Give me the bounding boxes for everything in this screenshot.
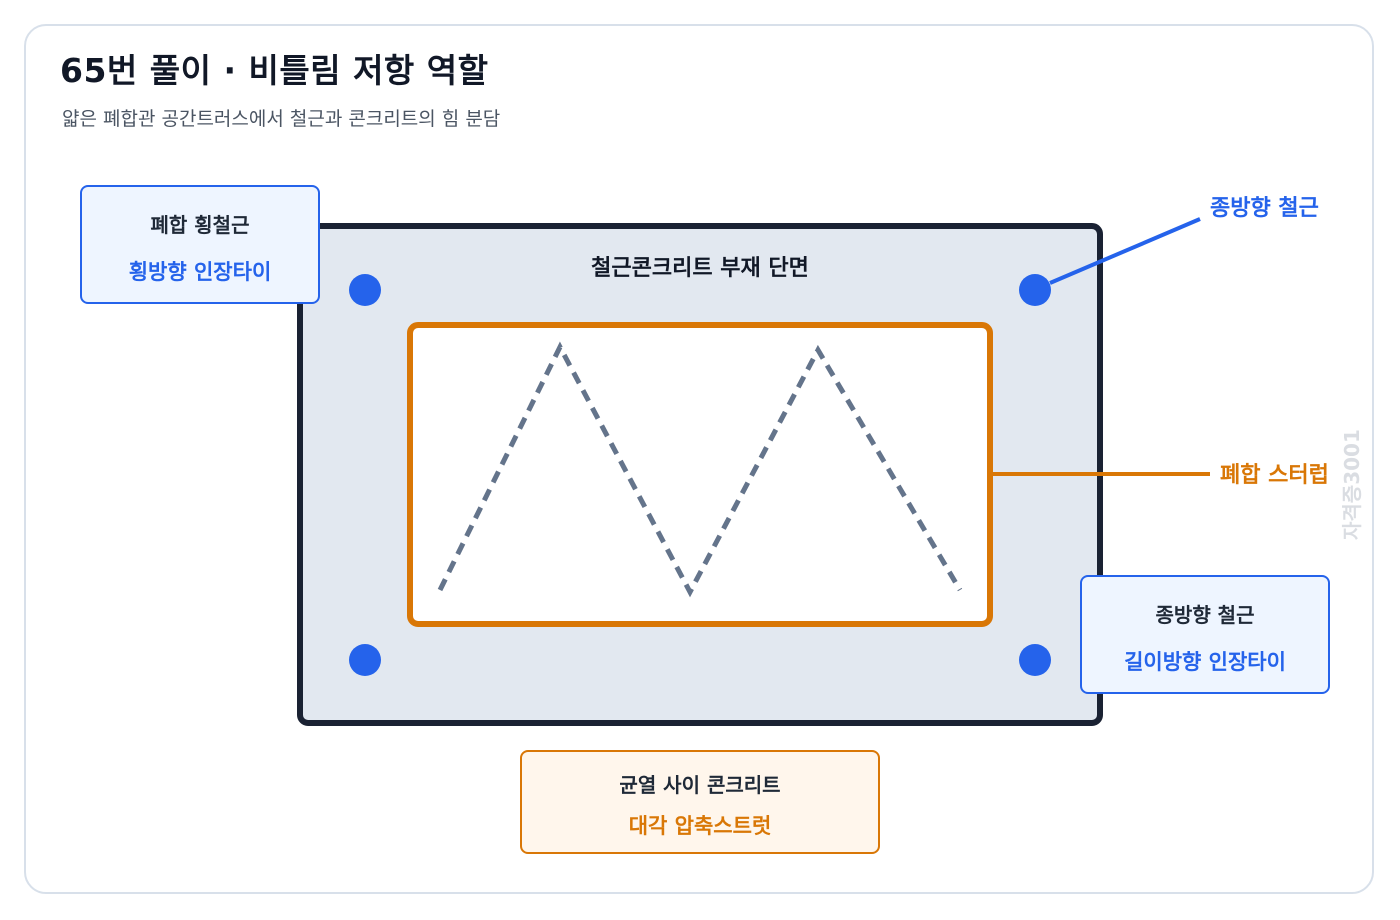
long-steel-role: 길이방향 인장타이 xyxy=(1124,650,1286,674)
page-title: 65번 풀이 · 비틀림 저항 역할 xyxy=(60,51,489,90)
long-steel-box: 종방향 철근 길이방향 인장타이 xyxy=(1080,575,1330,694)
concrete-strut-role: 대각 압축스트럿 xyxy=(628,814,772,838)
closed-stirrup xyxy=(407,322,993,627)
long-bar-bottom-left xyxy=(349,644,381,676)
hoop-steel-box: 폐합 횡철근 횡방향 인장타이 xyxy=(80,185,320,304)
long-bar-leader xyxy=(1049,217,1201,285)
long-bar-top-left xyxy=(349,274,381,306)
long-bar-callout: 종방향 철근 xyxy=(1210,196,1319,221)
watermark: 자격증3001 xyxy=(1340,429,1364,540)
long-bar-bottom-right xyxy=(1019,644,1051,676)
diagonal-strut-line xyxy=(437,341,963,598)
section-label: 철근콘크리트 부재 단면 xyxy=(591,256,809,281)
hoop-steel-role: 횡방향 인장타이 xyxy=(128,260,272,284)
concrete-strut-title: 균열 사이 콘크리트 xyxy=(619,773,781,797)
long-bar-top-right xyxy=(1019,274,1051,306)
page-subtitle: 얇은 폐합관 공간트러스에서 철근과 콘크리트의 힘 분담 xyxy=(62,108,501,130)
concrete-strut-box: 균열 사이 콘크리트 대각 압축스트럿 xyxy=(520,750,880,854)
stirrup-callout: 폐합 스터럽 xyxy=(1220,463,1329,488)
hoop-steel-title: 폐합 횡철근 xyxy=(150,213,250,237)
long-steel-title: 종방향 철근 xyxy=(1155,603,1255,627)
